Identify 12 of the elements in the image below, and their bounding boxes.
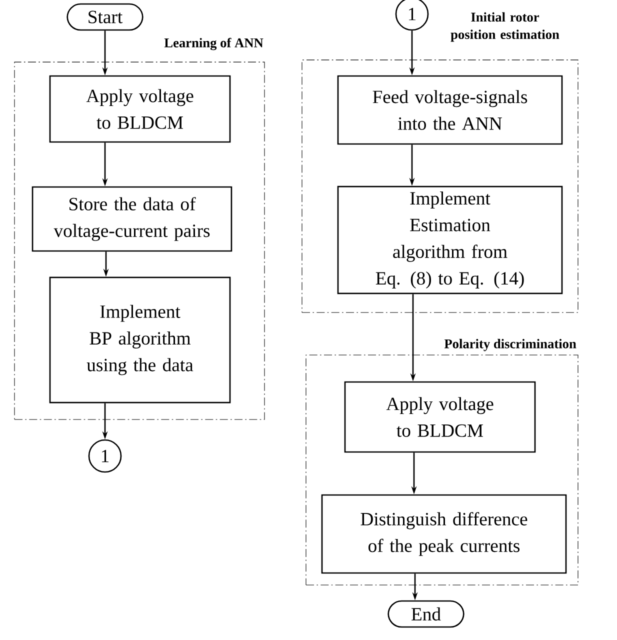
terminal-box: End — [388, 600, 464, 628]
process-box: Distinguish difference of the peak currents — [321, 494, 567, 574]
group-heading: Learning of ANN — [164, 38, 264, 50]
process-box: Store the data of voltage-current pairs — [32, 186, 232, 252]
process-box: Implement BP algorithm using the data — [49, 276, 231, 404]
process-box: Apply voltage to BLDCM — [344, 381, 536, 453]
group-heading: Polarity discrimination — [444, 338, 576, 352]
process-box: Apply voltage to BLDCM — [49, 75, 231, 143]
process-box: Implement Estimation algorithm from Eq. (8) to Eq. (14) — [337, 186, 563, 294]
terminal-box: Start — [66, 3, 144, 31]
group-heading: Initial rotor position estimation — [450, 12, 560, 42]
process-box: Feed voltage-signals into the ANN — [337, 75, 563, 145]
